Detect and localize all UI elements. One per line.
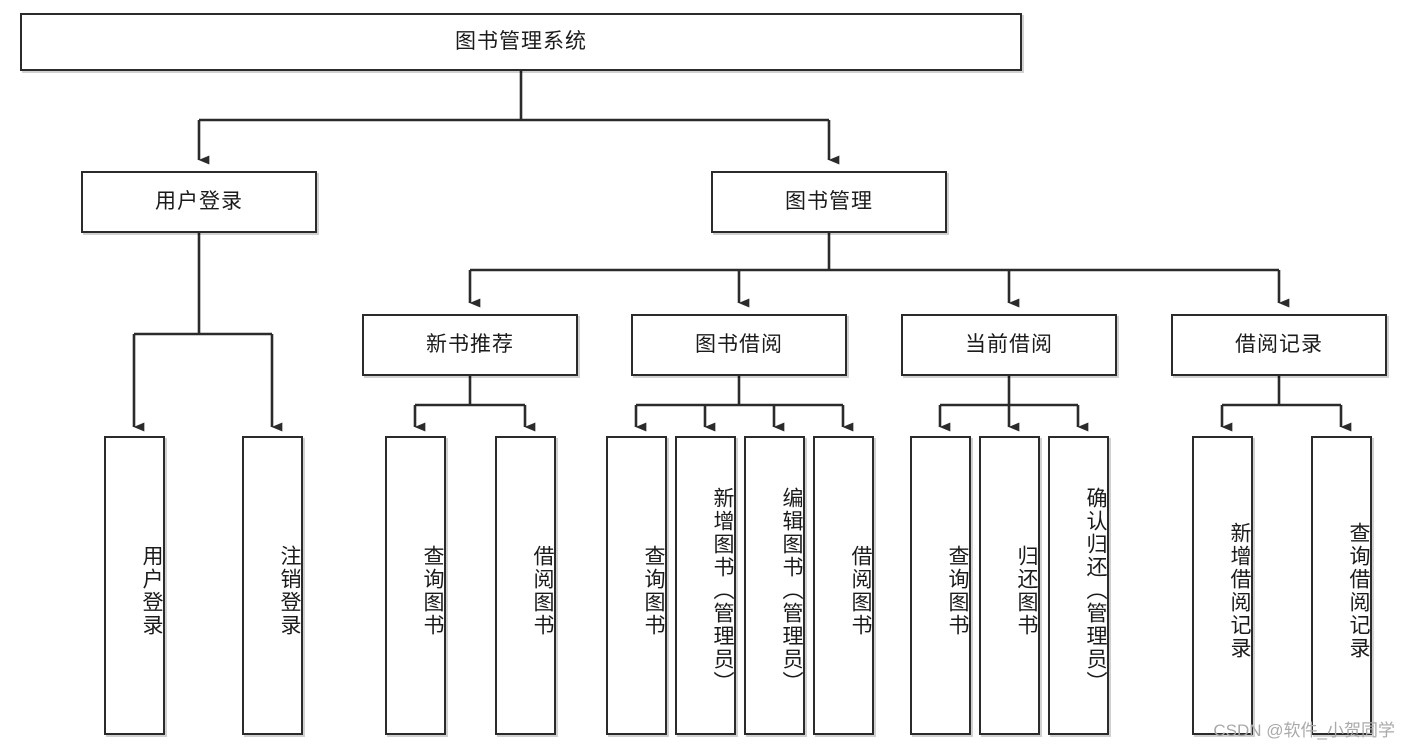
node-label: 用户登录: [155, 190, 243, 214]
leaf-user-login-signin[interactable]: 用户登录: [104, 436, 165, 735]
node-current-borrow[interactable]: 当前借阅: [901, 314, 1117, 376]
node-book-borrow[interactable]: 图书借阅: [631, 314, 847, 376]
node-borrow-record[interactable]: 借阅记录: [1171, 314, 1387, 376]
node-label: 编辑图书（管理员）: [780, 487, 803, 694]
node-label: 借阅记录: [1235, 333, 1323, 357]
node-label: 借阅图书: [849, 544, 872, 637]
leaf-current-return-book[interactable]: 归还图书: [979, 436, 1040, 735]
node-label: 新书推荐: [426, 333, 514, 357]
leaf-borrow-borrow-book[interactable]: 借阅图书: [813, 436, 874, 735]
leaf-borrow-query-book[interactable]: 查询图书: [606, 436, 667, 735]
node-label: 图书借阅: [695, 333, 783, 357]
leaf-borrow-add-book-admin[interactable]: 新增图书（管理员）: [675, 436, 736, 735]
node-label: 当前借阅: [965, 333, 1053, 357]
leaf-user-login-signout[interactable]: 注销登录: [242, 436, 303, 735]
leaf-current-query-book[interactable]: 查询图书: [910, 436, 971, 735]
node-label: 图书管理: [785, 190, 873, 214]
node-label: 图书管理系统: [455, 30, 587, 54]
node-label: 查询借阅记录: [1347, 521, 1370, 660]
node-book-management[interactable]: 图书管理: [711, 171, 947, 233]
node-label: 查询图书: [946, 544, 969, 637]
node-label: 新增图书（管理员）: [711, 487, 734, 694]
node-label: 用户登录: [140, 544, 163, 637]
leaf-recommend-query-book[interactable]: 查询图书: [385, 436, 446, 735]
node-label: 新增借阅记录: [1228, 521, 1251, 660]
node-label: 查询图书: [421, 544, 444, 637]
node-label: 注销登录: [278, 544, 301, 637]
node-user-login[interactable]: 用户登录: [81, 171, 317, 233]
watermark-text: CSDN @软件_小贺同学: [1213, 721, 1395, 740]
node-label: 查询图书: [642, 544, 665, 637]
leaf-borrow-edit-book-admin[interactable]: 编辑图书（管理员）: [744, 436, 805, 735]
node-root-system[interactable]: 图书管理系统: [20, 13, 1022, 71]
leaf-current-confirm-return-admin[interactable]: 确认归还（管理员）: [1048, 436, 1109, 735]
leaf-recommend-borrow-book[interactable]: 借阅图书: [495, 436, 556, 735]
node-label: 借阅图书: [531, 544, 554, 637]
node-label: 确认归还（管理员）: [1084, 487, 1107, 694]
leaf-record-add-record[interactable]: 新增借阅记录: [1192, 436, 1253, 735]
node-label: 归还图书: [1015, 544, 1038, 637]
leaf-record-query-record[interactable]: 查询借阅记录: [1311, 436, 1372, 735]
node-new-book-recommend[interactable]: 新书推荐: [362, 314, 578, 376]
